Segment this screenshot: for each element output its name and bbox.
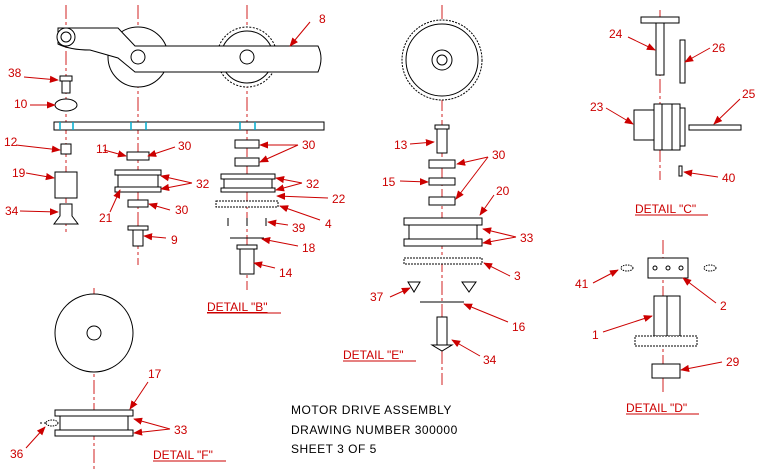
- detail-f-label: DETAIL "F": [153, 448, 213, 462]
- detail-d: 41 2 1 29 DETAIL "D": [575, 240, 740, 415]
- balloon-23: 23: [590, 100, 604, 114]
- balloon-32-b: 32: [306, 177, 320, 191]
- balloon-3: 3: [514, 269, 521, 283]
- balloon-26: 26: [712, 41, 726, 55]
- balloon-20: 20: [496, 184, 510, 198]
- balloon-29: 29: [726, 355, 740, 369]
- title-block: MOTOR DRIVE ASSEMBLY DRAWING NUMBER 3000…: [291, 403, 458, 456]
- balloon-2: 2: [720, 299, 727, 313]
- balloon-37: 37: [370, 290, 384, 304]
- balloon-8: 8: [319, 12, 326, 26]
- balloon-1: 1: [592, 328, 599, 342]
- balloon-34-right: 34: [483, 353, 497, 367]
- balloon-17: 17: [148, 367, 162, 381]
- balloon-40: 40: [722, 171, 736, 185]
- balloon-19: 19: [12, 166, 26, 180]
- detail-c: 24 26 23 25 40 DETAIL "C": [590, 10, 756, 216]
- balloon-10: 10: [14, 97, 28, 111]
- sheet-number: SHEET 3 OF 5: [291, 442, 377, 456]
- balloon-15: 15: [382, 175, 396, 189]
- detail-b-label: DETAIL "B": [207, 300, 268, 314]
- balloon-4: 4: [325, 217, 332, 231]
- balloon-22: 22: [332, 192, 346, 206]
- drawing-number: DRAWING NUMBER 300000: [291, 423, 458, 437]
- balloon-30-a: 30: [178, 139, 192, 153]
- balloon-30-b: 30: [175, 203, 189, 217]
- balloon-39: 39: [292, 221, 306, 235]
- balloon-30-c: 30: [302, 138, 316, 152]
- balloon-34-left: 34: [5, 204, 19, 218]
- detail-c-label: DETAIL "C": [635, 202, 696, 216]
- balloon-12: 12: [4, 135, 18, 149]
- balloon-24: 24: [609, 27, 623, 41]
- detail-f: 17 33 36 DETAIL "F": [10, 288, 226, 470]
- balloon-41: 41: [575, 277, 589, 291]
- balloon-11: 11: [96, 142, 109, 156]
- balloon-14: 14: [279, 266, 293, 280]
- main-assembly: 8 38 10 12 19 34 11 30 32 21 30 9 30 32 …: [4, 5, 346, 314]
- detail-e-label: DETAIL "E": [343, 348, 404, 362]
- base-plate: [53, 121, 325, 131]
- balloon-21: 21: [99, 211, 113, 225]
- balloon-33-a: 33: [520, 231, 534, 245]
- balloon-16: 16: [512, 320, 526, 334]
- drawing-title: MOTOR DRIVE ASSEMBLY: [291, 403, 452, 417]
- balloon-33-b: 33: [174, 423, 188, 437]
- balloon-13: 13: [394, 138, 408, 152]
- balloon-25: 25: [742, 87, 756, 101]
- balloon-36: 36: [10, 447, 24, 461]
- balloon-18: 18: [302, 241, 316, 255]
- balloon-38: 38: [8, 66, 22, 80]
- detail-d-label: DETAIL "D": [626, 401, 687, 415]
- balloon-30-d: 30: [492, 148, 506, 162]
- balloon-9: 9: [171, 233, 178, 247]
- motor-arm: [57, 27, 322, 73]
- detail-e: 13 30 15 20 33 3 37 16 34 DETAIL "E": [343, 5, 534, 385]
- balloon-32-a: 32: [196, 177, 210, 191]
